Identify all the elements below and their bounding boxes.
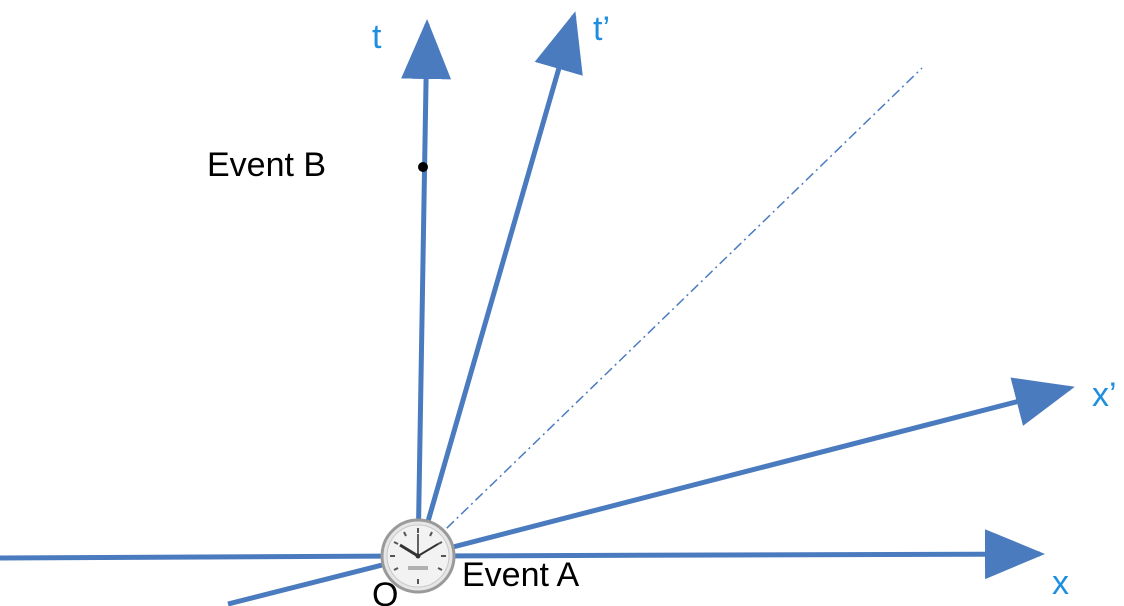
x-axis-negative <box>0 553 419 561</box>
t-axis-label: t <box>372 18 382 56</box>
light-line <box>417 67 923 557</box>
t-axis <box>401 19 452 557</box>
clock-icon <box>380 518 456 594</box>
t-prime-axis-label: t’ <box>593 10 610 48</box>
event-b-point <box>418 162 428 172</box>
x-axis <box>417 529 1045 580</box>
event-b-label: Event B <box>207 146 326 184</box>
t-prime-axis <box>415 11 583 557</box>
event-a-label: Event A <box>462 556 580 594</box>
x-prime-axis-label: x’ <box>1092 376 1117 414</box>
x-axis-label: x <box>1052 564 1069 602</box>
x-prime-axis <box>417 377 1075 559</box>
